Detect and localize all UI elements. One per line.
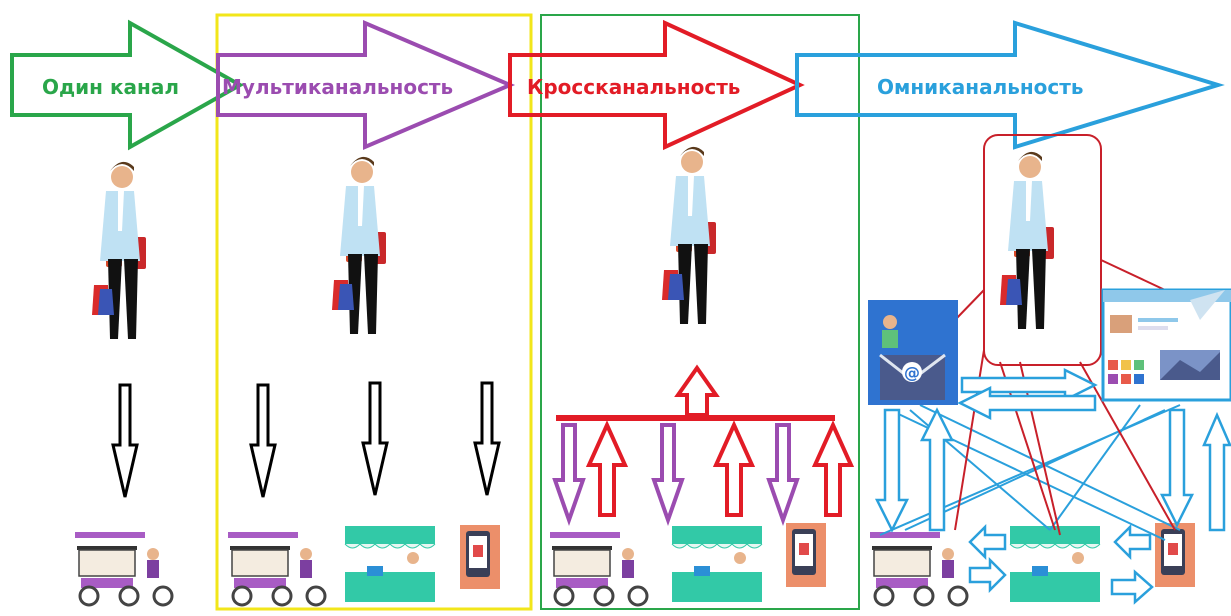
mobile-app-icon bbox=[786, 523, 826, 587]
email-icon: @ bbox=[868, 300, 958, 405]
shopper-icon bbox=[662, 146, 716, 324]
down-arrow-icon bbox=[473, 381, 501, 497]
omnichannel-customer-frame bbox=[983, 134, 1102, 366]
shopper-icon bbox=[332, 156, 386, 334]
multichannel-panel bbox=[215, 13, 533, 611]
omnichannel-connections bbox=[879, 404, 1181, 541]
stage-arrow-crosschannel bbox=[508, 19, 805, 151]
website-icon bbox=[1101, 288, 1231, 402]
stage-title-crosschannel: Кроссканальность bbox=[527, 75, 740, 99]
omnichannel-customer-links bbox=[954, 259, 1176, 536]
stage-title-omnichannel: Омниканальность bbox=[877, 75, 1084, 99]
mobile-app-icon bbox=[460, 525, 500, 589]
food-cart-icon bbox=[868, 530, 969, 607]
mobile-app-icon bbox=[1155, 523, 1195, 587]
food-cart-icon bbox=[548, 530, 649, 607]
stage-arrow-multichannel bbox=[216, 19, 516, 151]
omnichannel-arrows bbox=[874, 367, 1231, 605]
shop-stall-icon bbox=[344, 525, 436, 603]
shop-stall-icon bbox=[1009, 525, 1101, 603]
crosschannel-arrows bbox=[552, 364, 855, 527]
food-cart-icon bbox=[73, 530, 174, 607]
down-arrow-icon bbox=[111, 383, 139, 499]
stage-title-multichannel: Мультиканальность bbox=[222, 75, 453, 99]
shop-stall-icon bbox=[671, 525, 763, 603]
down-arrow-icon bbox=[249, 383, 277, 499]
stage-arrow-omnichannel bbox=[795, 20, 1225, 150]
shopper-icon bbox=[92, 161, 146, 339]
crosschannel-panel bbox=[540, 14, 860, 610]
down-arrow-icon bbox=[361, 381, 389, 497]
food-cart-icon bbox=[226, 530, 327, 607]
svg-text:@: @ bbox=[904, 363, 920, 382]
shopper-icon bbox=[1000, 151, 1054, 329]
stage-arrow-one-channel bbox=[10, 19, 245, 151]
stage-title-one-channel: Один канал bbox=[42, 75, 179, 99]
